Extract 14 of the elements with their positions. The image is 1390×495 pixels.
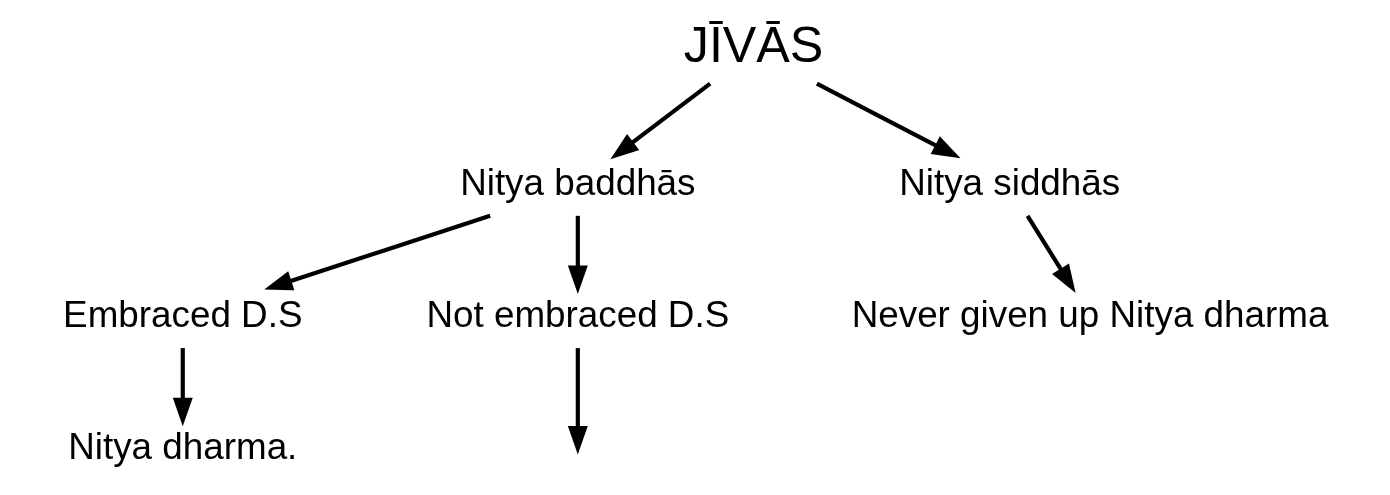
node-text: Nitya dharma. xyxy=(68,426,298,468)
arrow xyxy=(172,348,193,427)
node-text: JĪVĀS xyxy=(683,16,824,73)
arrow xyxy=(567,348,588,455)
arrow xyxy=(567,215,588,294)
node-text: Embraced D.S xyxy=(63,294,303,336)
node-text: Not embraced D.S xyxy=(426,294,730,336)
arrow xyxy=(815,81,961,159)
node-text: Never given up Nitya dharma xyxy=(851,294,1329,336)
arrow xyxy=(264,213,491,291)
arrow xyxy=(1025,214,1076,293)
arrow xyxy=(610,82,712,160)
node-text: Nitya baddhās xyxy=(460,161,696,203)
node-text: Nitya siddhās xyxy=(899,161,1121,203)
